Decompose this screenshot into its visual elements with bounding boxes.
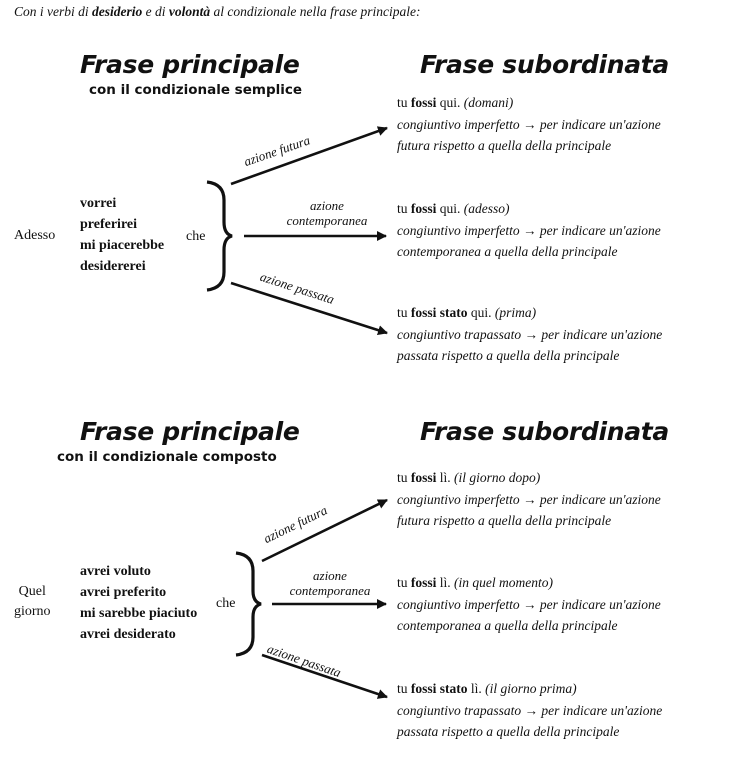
intro-bold-volonta: volontà bbox=[168, 4, 211, 19]
verb-item: mi piacerebbe bbox=[80, 238, 165, 253]
brace-section-2 bbox=[235, 551, 262, 657]
verb-item: avrei preferito bbox=[80, 585, 167, 600]
right-arrow-icon: → bbox=[522, 596, 537, 612]
label-contemporanea-line-2: contemporanea bbox=[289, 583, 371, 598]
section-1-result-passata: tu fossi stato qui. (prima) congiuntivo … bbox=[397, 305, 663, 363]
intro-post: al condizionale nella frase principale: bbox=[210, 4, 421, 19]
section-2-result-passata: tu fossi stato lì. (il giorno prima) con… bbox=[397, 681, 663, 739]
time-label-line-1: Quel bbox=[18, 584, 46, 599]
section-2-principale-subtitle: con il condizionale composto bbox=[57, 449, 277, 465]
section-2-label-contemporanea: azione contemporanea bbox=[275, 568, 385, 598]
section-1-che-label: che bbox=[186, 229, 206, 244]
verb-item: vorrei bbox=[80, 196, 117, 211]
time-label-line-2: giorno bbox=[14, 604, 51, 619]
brace-section-1 bbox=[206, 180, 233, 292]
label-contemporanea-line-2: contemporanea bbox=[286, 213, 368, 228]
right-arrow-icon: → bbox=[522, 222, 537, 238]
arrow-1-passata bbox=[230, 281, 388, 336]
right-arrow-icon: → bbox=[524, 702, 539, 718]
arrow-2-passata bbox=[261, 653, 388, 699]
section-2-verbs-list: avrei voluto avrei preferito mi sarebbe … bbox=[80, 561, 197, 645]
arrow-2-futura bbox=[261, 498, 388, 563]
section-2-principale-title: Frase principale bbox=[80, 417, 300, 446]
verb-item: preferirei bbox=[80, 217, 138, 232]
section-1-principale-subtitle: con il condizionale semplice bbox=[89, 82, 303, 98]
verb-item: avrei voluto bbox=[80, 564, 151, 579]
section-2-che-label: che bbox=[216, 596, 236, 611]
section-2-subordinata-title: Frase subordinata bbox=[420, 417, 670, 446]
section-1-time-label: Adesso bbox=[14, 228, 56, 243]
section-1-label-contemporanea: azione contemporanea bbox=[272, 198, 382, 228]
verb-item: mi sarebbe piaciuto bbox=[80, 606, 198, 621]
label-contemporanea-line-1: azione bbox=[310, 198, 344, 213]
right-arrow-icon: → bbox=[524, 326, 539, 342]
section-1-subordinata-title: Frase subordinata bbox=[420, 50, 670, 79]
section-1-result-contemporanea: tu fossi qui. (adesso) congiuntivo imper… bbox=[397, 201, 661, 259]
section-1-principale-title: Frase principale bbox=[80, 50, 300, 79]
section-1-verbs-list: vorrei preferirei mi piacerebbe desidere… bbox=[80, 193, 164, 277]
intro-mid: e di bbox=[142, 4, 169, 19]
verb-item: desidererei bbox=[80, 259, 146, 274]
intro-text: Con i verbi di desiderio e di volontà al… bbox=[14, 4, 421, 20]
intro-bold-desiderio: desiderio bbox=[92, 4, 143, 19]
section-2-result-futura: tu fossi lì. (il giorno dopo) congiuntiv… bbox=[397, 470, 661, 528]
right-arrow-icon: → bbox=[522, 491, 537, 507]
verb-item: avrei desiderato bbox=[80, 627, 176, 642]
arrow-1-futura bbox=[230, 126, 388, 186]
section-2-result-contemporanea: tu fossi lì. (in quel momento) congiunti… bbox=[397, 575, 661, 633]
intro-pre: Con i verbi di bbox=[14, 4, 92, 19]
label-contemporanea-line-1: azione bbox=[313, 568, 347, 583]
right-arrow-icon: → bbox=[522, 116, 537, 132]
section-2-time-label: Quel giorno bbox=[14, 582, 51, 622]
section-1-result-futura: tu fossi qui. (domani) congiuntivo imper… bbox=[397, 95, 661, 153]
